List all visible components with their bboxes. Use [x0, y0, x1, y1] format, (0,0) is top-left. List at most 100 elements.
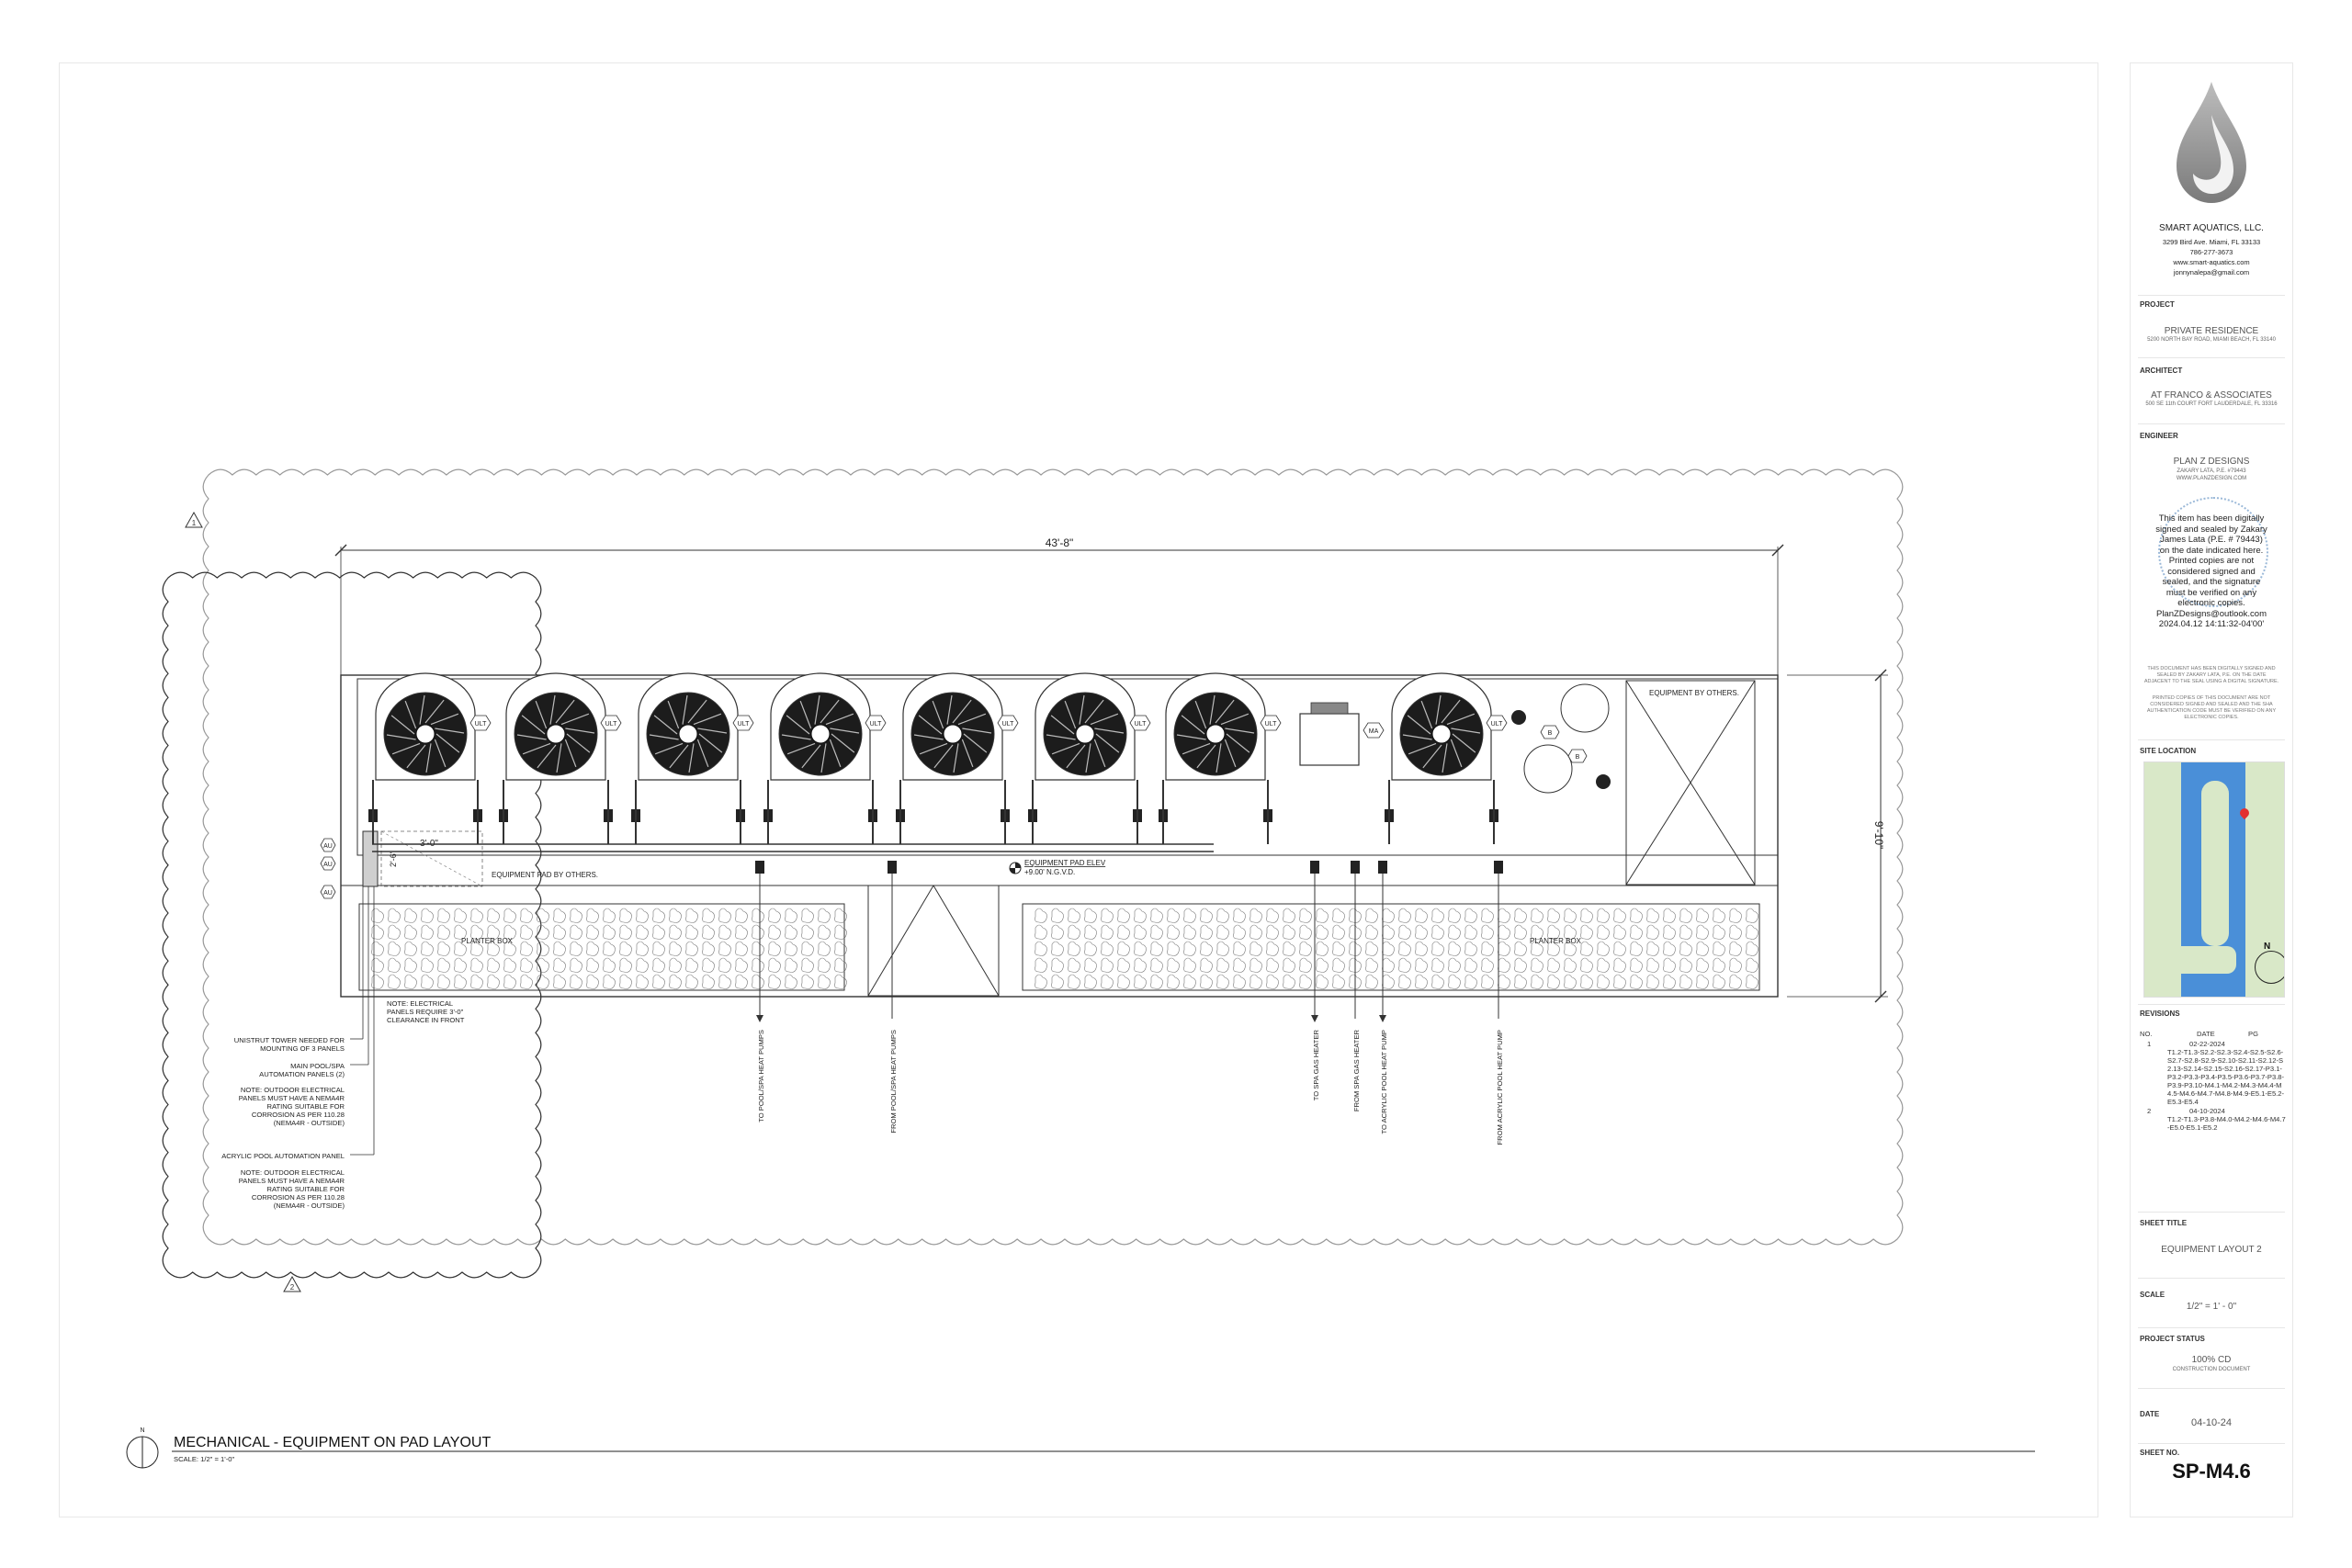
site-location-label: SITE LOCATION [2140, 747, 2197, 755]
seal-lines-line: sealed, and the signature [2162, 577, 2261, 587]
fan-blade [1176, 734, 1206, 740]
rev-head-pg: PG [2248, 1030, 2258, 1038]
fan-blade [1090, 713, 1119, 726]
title-block: SMART AQUATICS, LLC. 3299 Bird Ave. Miam… [2130, 62, 2293, 1517]
company-phone: 786-277-3673 [2189, 248, 2233, 256]
electrical-panels [362, 830, 379, 887]
fan-blade [1220, 713, 1250, 726]
planter-box-label-left: PLANTER BOX [461, 937, 514, 945]
note-main-panel-line: MAIN POOL/SPA [290, 1062, 345, 1070]
note-outdoor-1-line: CORROSION AS PER 110.28 [252, 1111, 345, 1119]
ult-tag-hexagon [469, 715, 492, 731]
note-unistrut-line: UNISTRUT TOWER NEEDED FOR [234, 1036, 345, 1044]
pipe-run-label: TO POOL/SPA HEAT PUMPS [757, 1030, 765, 1122]
revision-number: 2 [2147, 1107, 2152, 1115]
fan-blade [786, 715, 810, 735]
fan-blade [961, 739, 974, 768]
fan-blade [1402, 734, 1432, 740]
fan-blade [1182, 742, 1211, 755]
note-main-panel-line: AUTOMATION PANELS (2) [259, 1070, 345, 1078]
fan-blade [1224, 739, 1237, 768]
fan-blade [669, 744, 689, 769]
fan-blade [1050, 715, 1075, 735]
b-tag-hexagon [1567, 749, 1588, 763]
note-outdoor-2-line: (NEMA4R - OUTSIDE) [274, 1201, 345, 1210]
revision-cloud-1 [202, 468, 1904, 1246]
walkway-line [933, 885, 1000, 997]
fan-blade [919, 742, 948, 755]
fan-blade [1450, 739, 1463, 768]
ult-tag-label: ULT [1491, 721, 1503, 728]
north-label: N [140, 1427, 144, 1434]
site-location-map[interactable]: N [2143, 761, 2285, 998]
seal-circle-icon [2158, 497, 2268, 607]
fan-blade [1046, 734, 1076, 740]
fan-blade [537, 744, 557, 769]
ult-tag-label: ULT [1135, 721, 1147, 728]
revision-tag-1-number: 1 [192, 519, 197, 527]
fan-blade [564, 739, 577, 768]
fan-blade [918, 715, 943, 735]
seal-lines-line: Printed copies are not [2168, 556, 2255, 566]
revision-pages: T1.2-T1.3-S2.2-S2.3-S2.4-S2.5-S2.6-S2.7-… [2167, 1048, 2285, 1106]
disclaimer-2-line: PRINTED COPIES OF THIS DOCUMENT ARE NOT [2152, 695, 2271, 701]
ult-tag-hexagon [600, 715, 622, 731]
fan-blade [831, 733, 855, 753]
drawing-title: MECHANICAL - EQUIPMENT ON PAD LAYOUT [174, 1435, 491, 1450]
fan-blade [1422, 744, 1442, 769]
note-outdoor-1-line: NOTE: OUTDOOR ELECTRICAL [241, 1086, 345, 1094]
revision-tag-2-icon [283, 1275, 301, 1292]
project-status: 100% CD [2191, 1355, 2232, 1365]
fan-blade [946, 694, 953, 725]
fan-blade [434, 739, 447, 768]
seal-lines-line: electronic copies. [2177, 598, 2245, 608]
company-web[interactable]: www.smart-aquatics.com [2173, 258, 2250, 266]
note-acrylic-panel: ACRYLIC POOL AUTOMATION PANEL [221, 1152, 345, 1160]
pipe-run-label: FROM POOL/SPA HEAT PUMPS [889, 1030, 898, 1134]
company-email[interactable]: jonnynalepa@gmail.com [2173, 268, 2250, 276]
pump-icon [1511, 710, 1526, 725]
fan-blade [424, 699, 445, 724]
panel-clearance-zone [380, 830, 483, 887]
au-tag-hexagon [320, 856, 336, 871]
fan-blade [801, 744, 821, 769]
ult-tag-label: ULT [605, 721, 617, 728]
filter-tank [1523, 744, 1573, 794]
date-label: DATE [2140, 1410, 2160, 1418]
fan-blade [799, 700, 812, 729]
project-label: PROJECT [2140, 300, 2175, 309]
fan-blade [1451, 728, 1481, 734]
gas-heater-vent [1310, 702, 1349, 715]
au-tag-label: AU [323, 862, 333, 868]
fan-blade [820, 699, 840, 724]
x-line [1625, 680, 1756, 886]
planter-left-shrubs [371, 908, 847, 989]
sheet-number: SP-M4.6 [2172, 1460, 2251, 1483]
valve-icon [1310, 861, 1319, 874]
fan-blade [698, 733, 723, 753]
ma-tag-label: MA [1369, 728, 1379, 735]
revision-date: 02-22-2024 [2189, 1040, 2225, 1048]
fan-hub [678, 724, 698, 744]
note-outdoor-2-line: NOTE: OUTDOOR ELECTRICAL [241, 1168, 345, 1177]
fan-blade [1209, 694, 1216, 725]
disclaimer-1-line: ADJACENT TO THE SEAL USING A DIGITAL SIG… [2143, 679, 2279, 684]
equipment-pad-label: EQUIPMENT PAD BY OTHERS. [492, 871, 598, 879]
valve-icon [1494, 861, 1503, 874]
drawing-scale: SCALE: 1/2" = 1'-0" [174, 1455, 234, 1463]
fan-blade [535, 700, 548, 729]
fan-blade [962, 728, 992, 734]
dim-panel-height: 2'-6" [389, 851, 398, 867]
pipe-run-label: TO ACRYLIC POOL HEAT PUMP [1380, 1030, 1388, 1134]
fan-blade [1407, 715, 1431, 735]
fan-blade [1194, 700, 1207, 729]
dim-height-label: 9'-10" [1872, 821, 1885, 850]
dim-width-label: 43'-8" [1046, 536, 1074, 549]
fan-blade [1079, 694, 1085, 725]
note-clearance-line: PANELS REQUIRE 3'-0" [387, 1008, 464, 1016]
